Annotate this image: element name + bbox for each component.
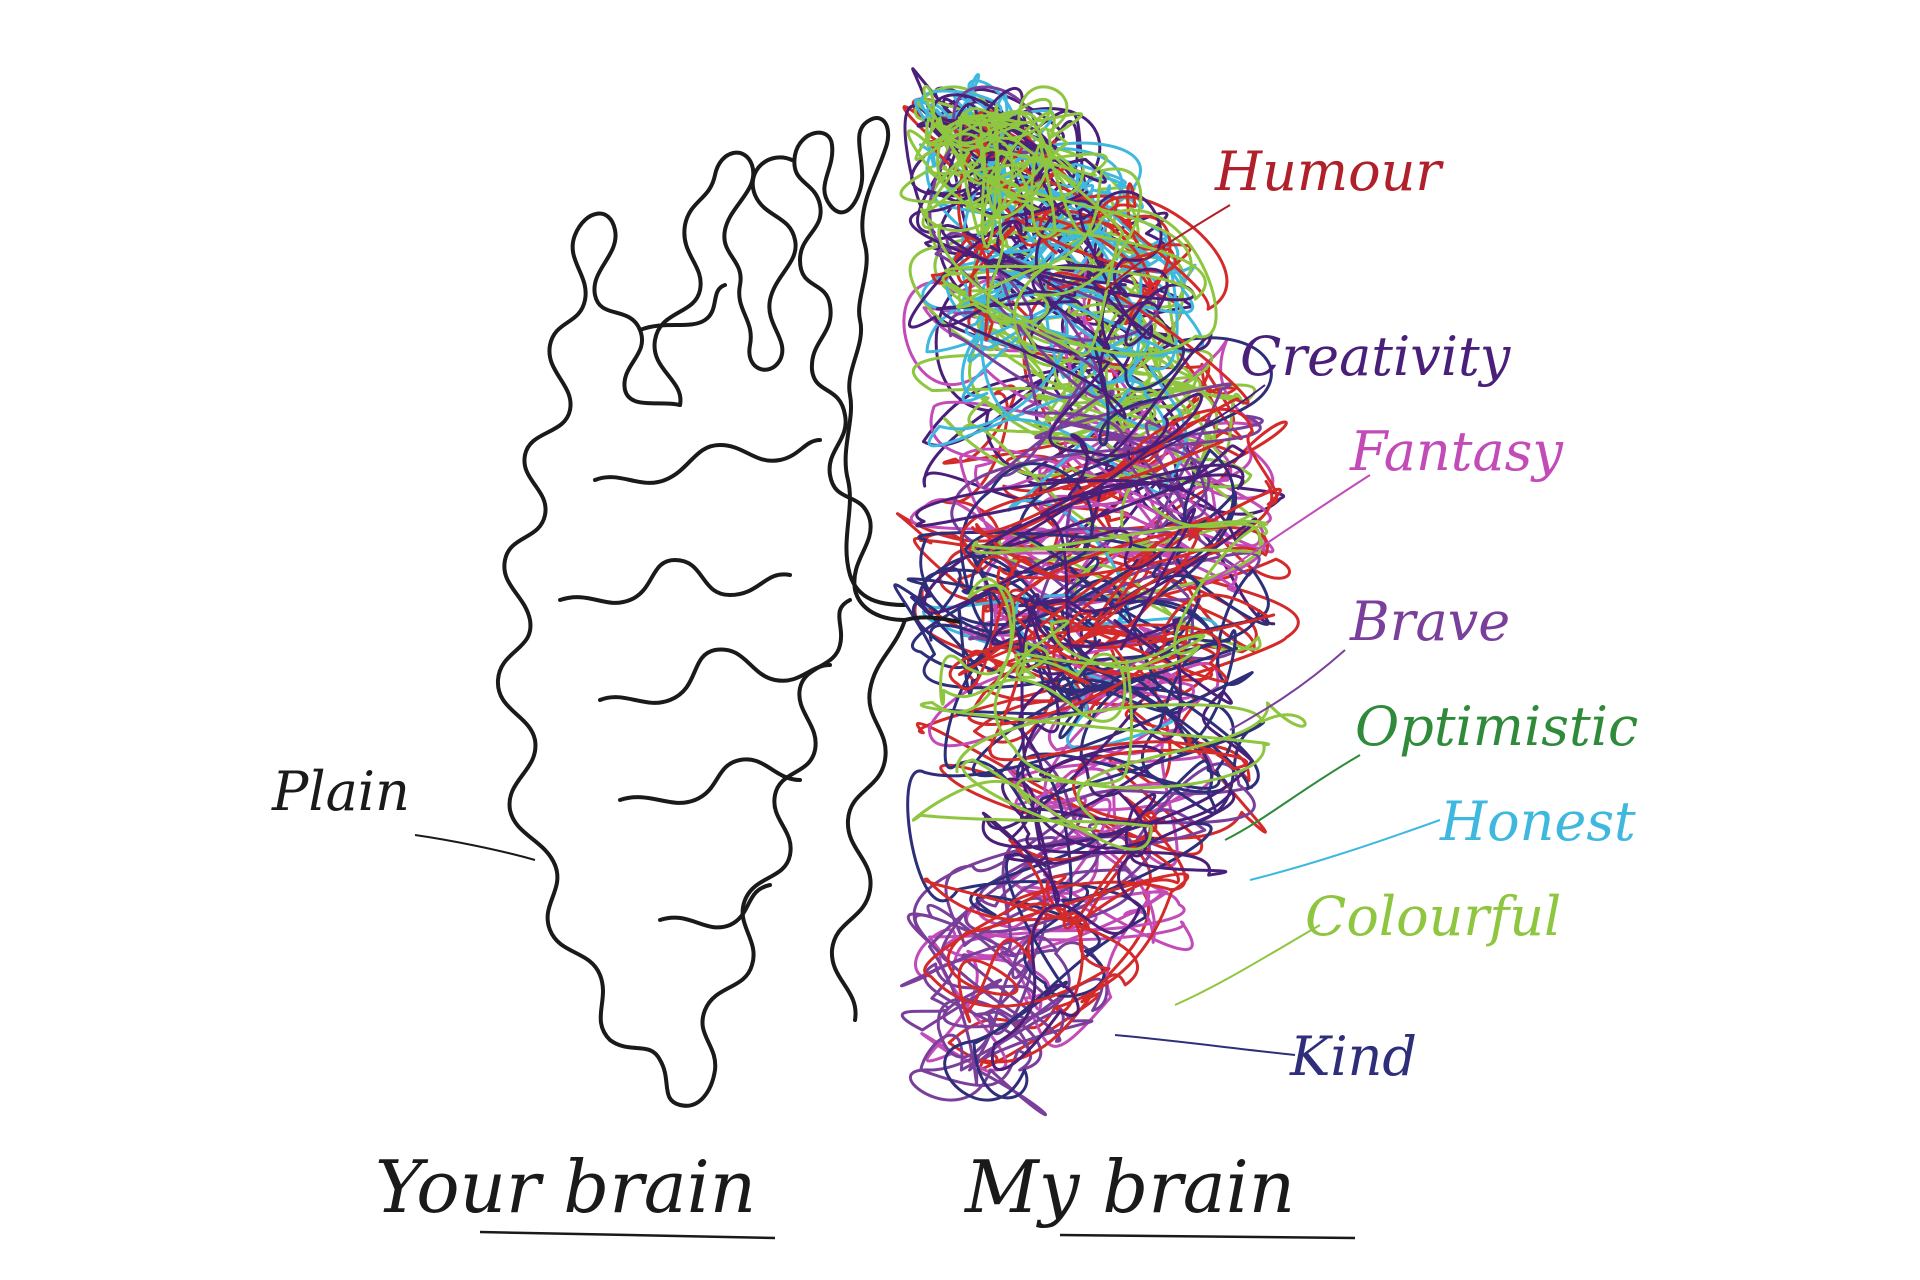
plain-leader-line bbox=[415, 835, 535, 860]
caption-your-brain-underline bbox=[480, 1232, 775, 1238]
label-humour: Humour bbox=[1214, 140, 1444, 203]
honest-leader-line bbox=[1250, 820, 1440, 880]
label-brave: Brave bbox=[1349, 590, 1510, 653]
brave-leader-line bbox=[1230, 650, 1345, 730]
right-brain-tangle bbox=[895, 69, 1305, 1115]
label-plain: Plain bbox=[271, 760, 410, 823]
label-optimistic: Optimistic bbox=[1355, 695, 1638, 758]
caption-my-brain-underline bbox=[1060, 1235, 1355, 1238]
label-honest: Honest bbox=[1439, 790, 1636, 853]
label-kind: Kind bbox=[1289, 1025, 1417, 1088]
caption-my-brain: My brain bbox=[963, 1145, 1295, 1229]
label-colourful: Colourful bbox=[1305, 885, 1561, 948]
colourful-leader-line bbox=[1175, 925, 1320, 1005]
kind-leader-line bbox=[1115, 1035, 1295, 1055]
label-fantasy: Fantasy bbox=[1349, 420, 1564, 483]
left-brain-outline bbox=[498, 118, 905, 1106]
caption-your-brain: Your brain bbox=[375, 1145, 756, 1229]
label-creativity: Creativity bbox=[1240, 325, 1512, 388]
